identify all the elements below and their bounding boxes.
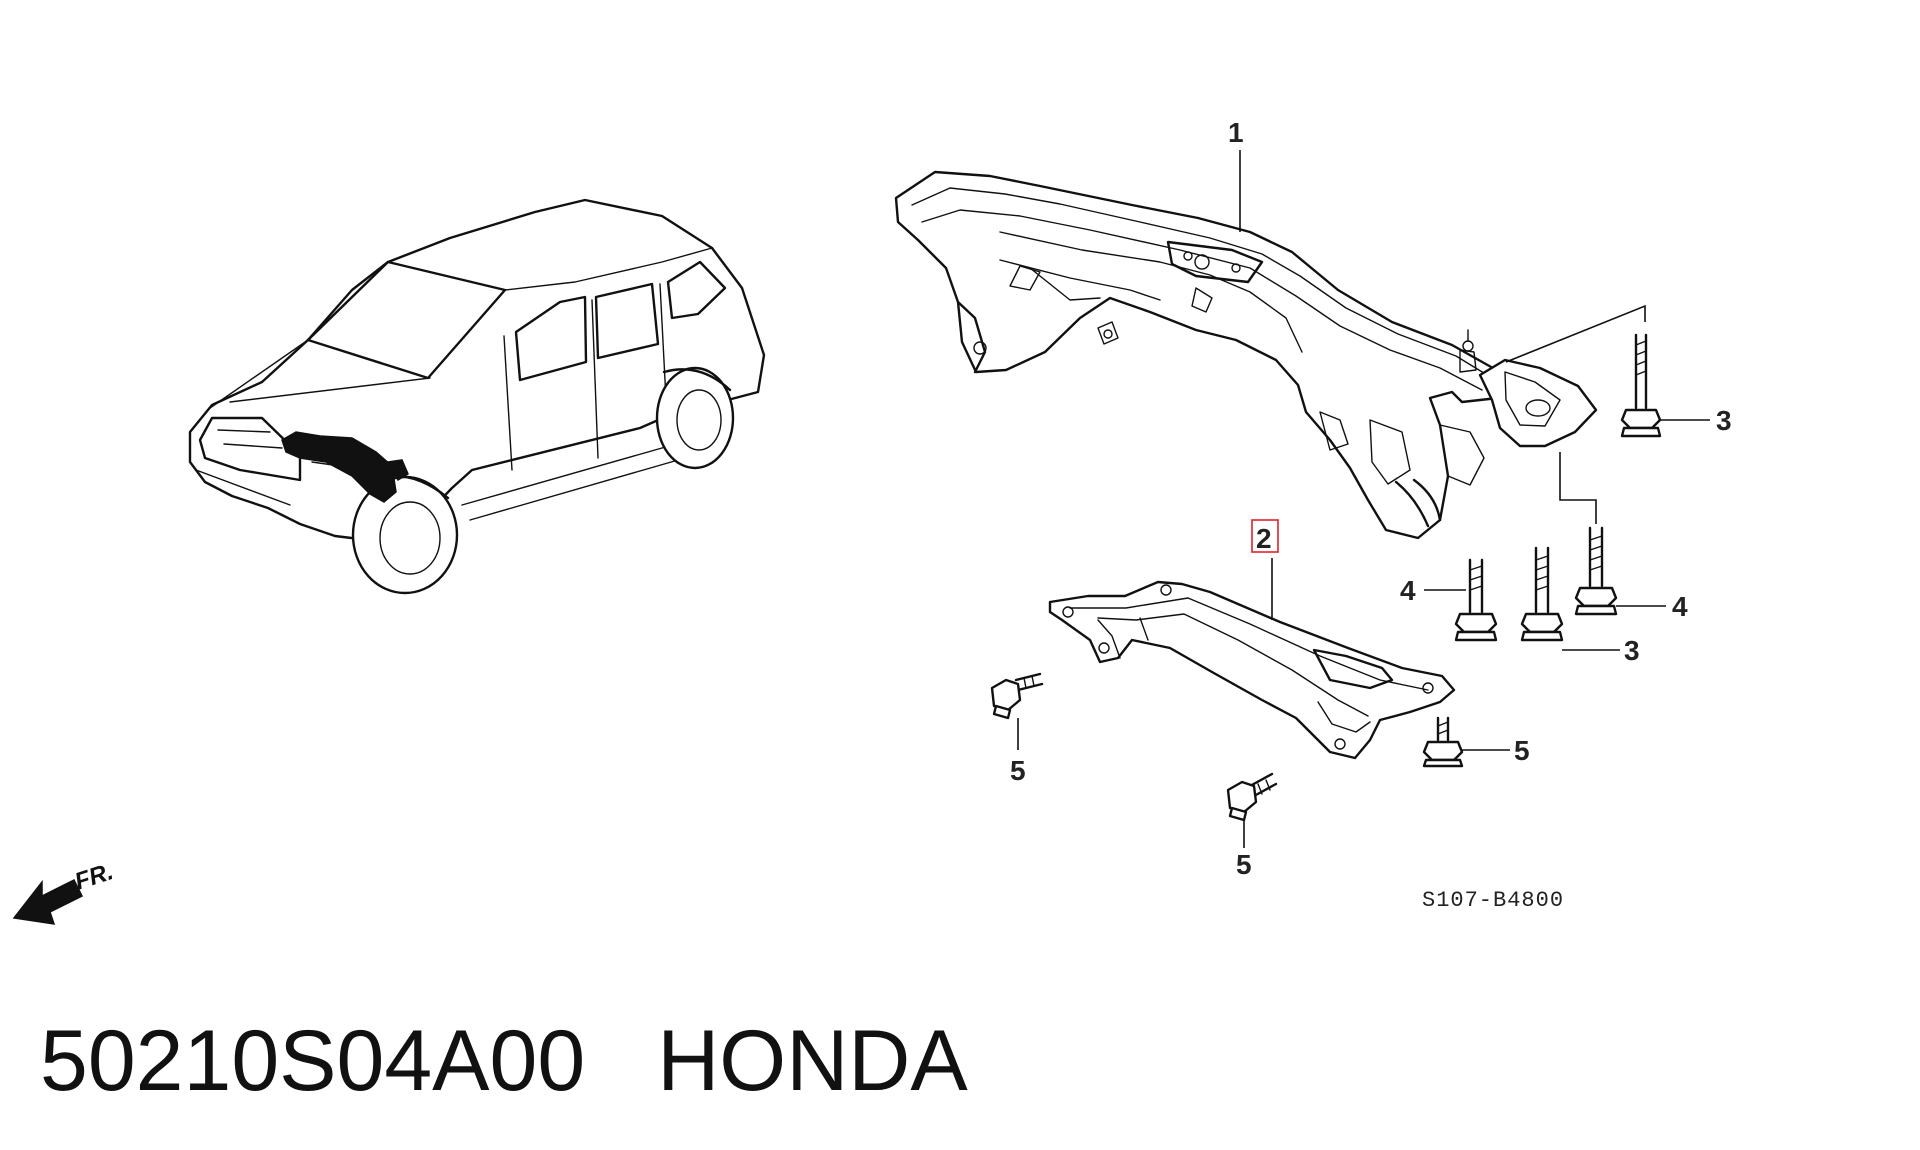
callout-2[interactable]: 2: [1256, 523, 1272, 554]
callout-4-left[interactable]: 4: [1400, 575, 1416, 606]
part-number: 50210S04A00: [40, 1013, 586, 1109]
car-locator-illustration: [188, 198, 766, 595]
bolt-5-right: [1422, 716, 1464, 768]
rear-beam-part-2: [1048, 580, 1456, 760]
callout-1[interactable]: 1: [1228, 117, 1244, 148]
bolt-4-right: [1574, 526, 1618, 616]
bolt-3-lower: [1520, 546, 1564, 642]
diagram-code: S107-B4800: [1422, 888, 1564, 913]
callout-5-bottom[interactable]: 5: [1236, 849, 1252, 880]
front-subframe-part-1: [894, 170, 1598, 540]
callout-5-right[interactable]: 5: [1514, 735, 1530, 766]
bolt-4-left: [1454, 558, 1498, 642]
bolt-5-left: [990, 672, 1044, 720]
front-label: FR.: [72, 858, 117, 896]
callout-3-lower[interactable]: 3: [1624, 635, 1640, 666]
bolt-3-upper: [1620, 333, 1662, 438]
leader-lines: [1017, 150, 1710, 848]
brand-name: HONDA: [657, 1013, 968, 1109]
callout-numbers: 1 2 3 3 4 4 5 5 5: [1010, 117, 1732, 880]
callout-4-right[interactable]: 4: [1672, 591, 1688, 622]
callout-3-upper[interactable]: 3: [1716, 405, 1732, 436]
front-arrow-icon: [12, 878, 84, 925]
bolt-5-bottom: [1226, 772, 1278, 822]
callout-2-highlight: [1251, 519, 1279, 553]
front-direction-indicator: FR.: [12, 858, 117, 925]
callout-5-left[interactable]: 5: [1010, 755, 1026, 786]
